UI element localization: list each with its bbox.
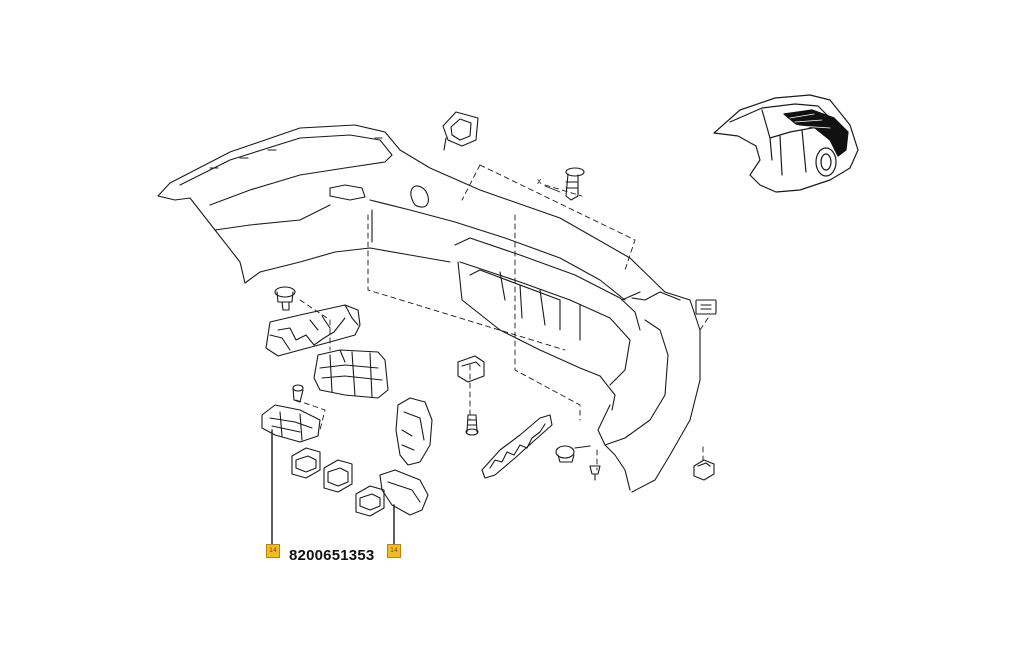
license-plate-light-frame (442, 111, 479, 151)
bumper-clip-2 (323, 459, 353, 493)
bumper-clip-1 (291, 447, 321, 479)
rear-bumper-cover (157, 124, 701, 493)
callout-badge-right: 14 (387, 544, 401, 558)
push-pin-left (274, 286, 296, 311)
reflector-housing-left (261, 404, 321, 443)
centre-clip (457, 355, 485, 383)
bumper-clip-3 (355, 485, 385, 517)
part-number-label: 8200651353 (289, 547, 375, 564)
side-support-bracket (395, 397, 433, 466)
square-nut (693, 459, 715, 481)
serrated-mounting-strip (481, 414, 553, 479)
self-tapping-screw (589, 465, 601, 481)
small-screw (292, 384, 304, 403)
callout-badge-left: 14 (266, 544, 280, 558)
callout-leaders (271, 429, 395, 545)
assembly-leader-lines (295, 164, 709, 471)
left-mounting-bracket (265, 304, 361, 357)
vertical-screw (465, 414, 479, 436)
reflector-housing-right (379, 469, 429, 516)
svg-text:x: x (537, 176, 542, 186)
round-retainer (555, 445, 591, 463)
bumper-guide-bracket (313, 349, 389, 399)
right-retaining-clip (695, 299, 717, 315)
car-location-thumbnail (713, 94, 859, 193)
fixing-screw-top: x (537, 167, 585, 201)
